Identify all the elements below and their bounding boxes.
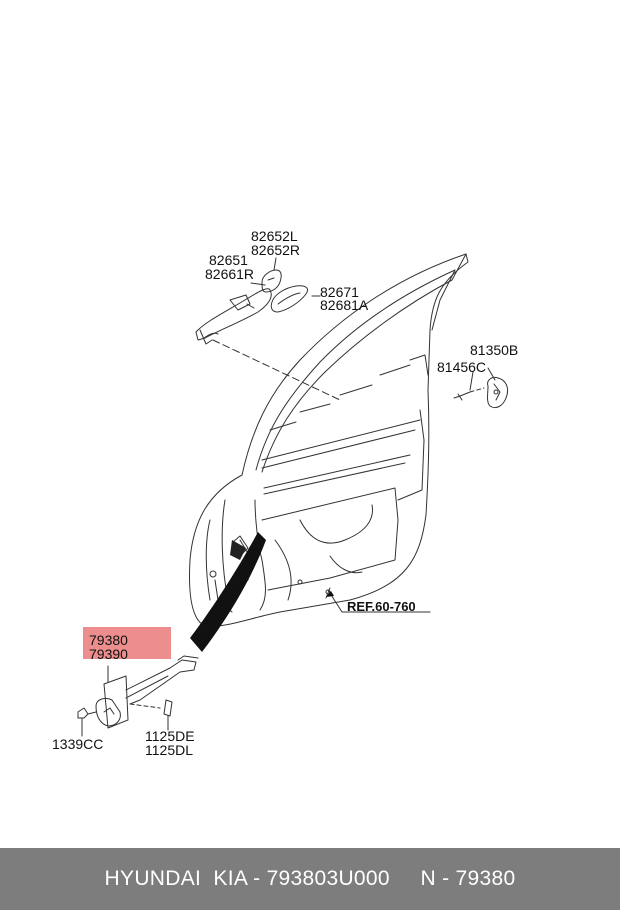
part-label-81350B: 81350B: [470, 342, 519, 358]
footer-bar: HYUNDAI KIA - 793803U000 N - 79380: [0, 848, 620, 910]
part-label-82652R: 82652R: [251, 242, 301, 258]
part-label-82671: 82671: [320, 284, 359, 300]
checker-mounting-band: [190, 532, 266, 652]
footer-text: HYUNDAI KIA - 793803U000 N - 79380: [104, 867, 516, 890]
escutcheon: [270, 285, 309, 313]
door-parts-diagram: [77, 253, 509, 737]
part-label-82661R: 82661R: [205, 266, 255, 282]
part-label-1339CC: 1339CC: [52, 736, 104, 752]
handle-cover: [261, 257, 282, 293]
part-label-81456C: 81456C: [437, 359, 487, 375]
part-label-82651: 82651: [209, 252, 248, 268]
door-checker: [77, 655, 199, 737]
striker: [453, 367, 509, 409]
part-label-82681A: 82681A: [320, 297, 369, 313]
part-label-79390: 79390: [89, 646, 128, 662]
outside-handle: [195, 288, 272, 345]
part-label-82652L: 82652L: [251, 228, 298, 244]
reference-label: REF.60-760: [347, 599, 416, 614]
part-label-79380: 79380: [89, 632, 128, 648]
part-label-1125DL: 1125DL: [145, 742, 194, 758]
part-label-1125DE: 1125DE: [145, 728, 195, 744]
highlight-marker: [83, 627, 171, 659]
